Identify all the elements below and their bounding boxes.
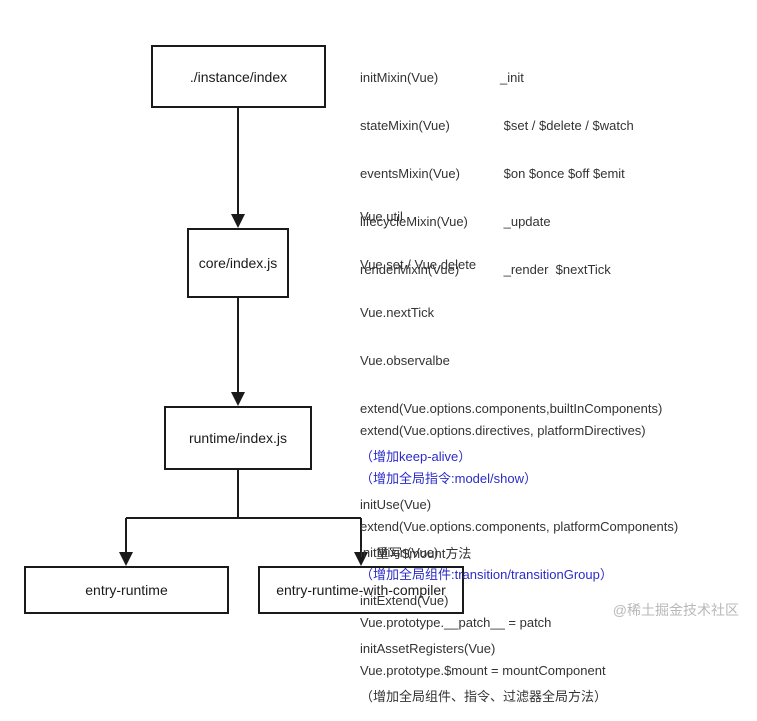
instance-note-row: renderMixin(Vue) _render $nextTick <box>360 262 634 278</box>
arrowhead-core <box>231 214 245 228</box>
arrowhead-entry-compiler <box>354 552 368 566</box>
mixin-methods: _update <box>500 214 551 229</box>
mixin-call: eventsMixin(Vue) <box>360 166 460 181</box>
mixin-call: stateMixin(Vue) <box>360 118 450 133</box>
core-note-line: initMixin(Vue) <box>360 545 439 560</box>
runtime-note-highlight: （增加全局指令:model/show） <box>360 471 537 486</box>
mixin-methods: $on $once $off $emit <box>500 166 625 181</box>
core-note-line: initExtend(Vue) <box>360 593 449 608</box>
arrowhead-entry-runtime <box>119 552 133 566</box>
instance-note-row: eventsMixin(Vue) $on $once $off $emit <box>360 166 634 182</box>
instance-note-row: initMixin(Vue) _init <box>360 70 634 86</box>
mixin-methods: _init <box>500 70 524 85</box>
node-runtime-label: runtime/index.js <box>188 430 288 446</box>
mixin-call: initMixin(Vue) <box>360 70 439 85</box>
mixin-methods: _render $nextTick <box>500 262 611 277</box>
node-entry-runtime-label: entry-runtime <box>85 582 168 598</box>
node-entry-compiler-label: entry-runtime-with-compiler <box>276 582 446 598</box>
node-instance-index: ./instance/index <box>151 45 326 108</box>
node-core-label: core/index.js <box>198 255 278 271</box>
flow-arrows <box>119 108 368 566</box>
core-note-highlight: （增加keep-alive） <box>360 449 472 464</box>
mount-override-label: 重写$mount方法 <box>376 546 472 561</box>
runtime-note-highlight: （增加全局组件:transition/transitionGroup） <box>360 567 613 582</box>
node-entry-runtime-with-compiler: entry-runtime-with-compiler <box>258 566 464 614</box>
runtime-note-line: Vue.prototype.__patch__ = patch <box>360 615 552 630</box>
runtime-note-line: extend(Vue.options.directives, platformD… <box>360 423 646 438</box>
watermark: @稀土掘金技术社区 <box>612 602 739 618</box>
core-note-line: Vue.nextTick <box>360 305 435 320</box>
arrowhead-runtime <box>231 392 245 406</box>
mixin-call: renderMixin(Vue) <box>360 262 460 277</box>
core-note-line: Vue.util <box>360 209 403 224</box>
node-core-index: core/index.js <box>187 228 289 298</box>
core-note-line: Vue.set / Vue.delete <box>360 257 477 272</box>
mixin-call: lifecycleMixin(Vue) <box>360 214 468 229</box>
instance-note-row: stateMixin(Vue) $set / $delete / $watch <box>360 118 634 134</box>
node-runtime-index: runtime/index.js <box>164 406 312 470</box>
runtime-note-line: Vue.prototype.$mount = mountComponent <box>360 663 606 678</box>
instance-note-row: lifecycleMixin(Vue) _update <box>360 214 634 230</box>
node-entry-runtime: entry-runtime <box>24 566 229 614</box>
core-note-line: Vue.observalbe <box>360 353 450 368</box>
instance-notes: initMixin(Vue) _init stateMixin(Vue) $set… <box>360 38 634 294</box>
runtime-notes: extend(Vue.options.directives, platformD… <box>360 391 678 695</box>
mixin-methods: $set / $delete / $watch <box>500 118 634 133</box>
node-instance-label: ./instance/index <box>189 68 288 85</box>
core-note-line: extend(Vue.options.components,builtInCom… <box>360 401 663 416</box>
runtime-note-line: extend(Vue.options.components, platformC… <box>360 519 679 534</box>
core-note-line: initUse(Vue) <box>360 497 432 512</box>
